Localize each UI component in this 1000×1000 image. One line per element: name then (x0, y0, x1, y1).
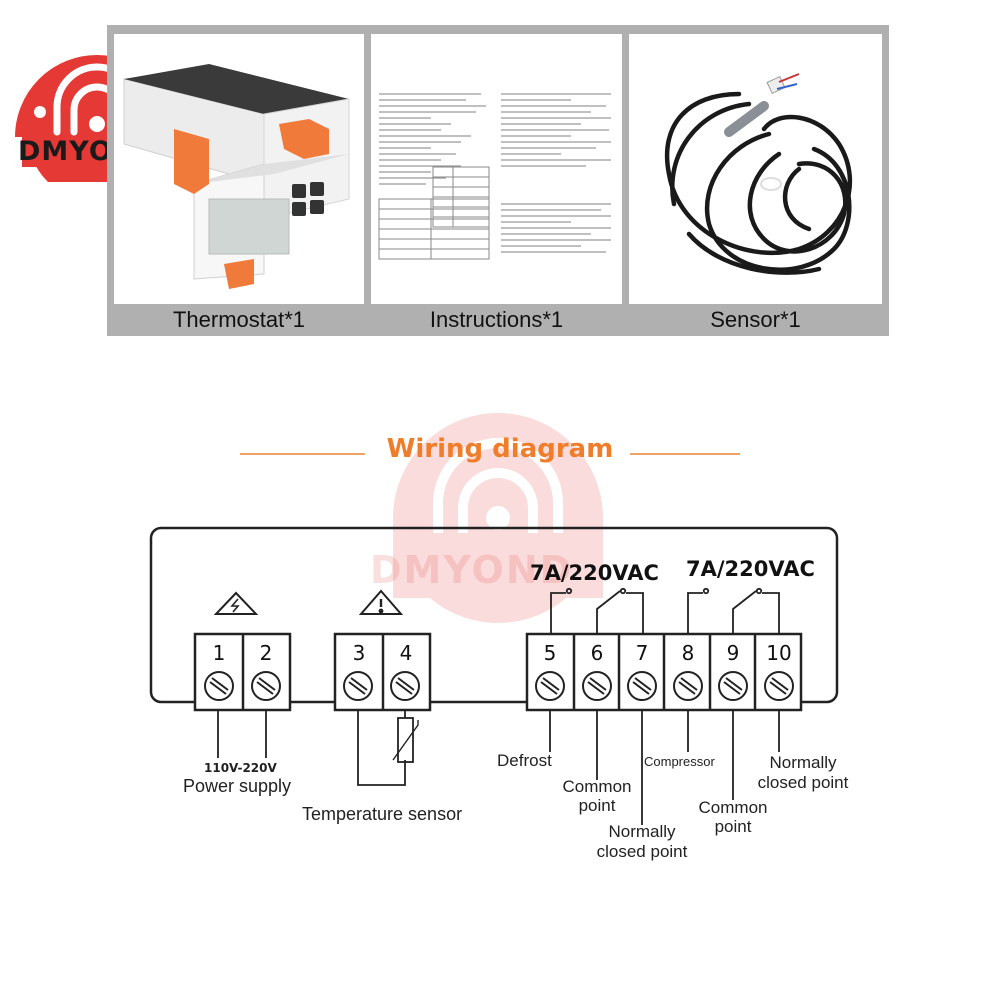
terminal-7-screw (627, 671, 657, 701)
terminal-4-screw (390, 671, 420, 701)
terminal-3-screw (343, 671, 373, 701)
terminal-10-number: 10 (766, 641, 792, 665)
temperature-sensor-label: Temperature sensor (302, 804, 463, 824)
normally-closed-1-line-2: closed point (596, 842, 688, 861)
power-voltage-label: 110V-220V (204, 761, 277, 775)
watermark-logo (393, 413, 603, 623)
terminal-7-number: 7 (635, 641, 649, 665)
sensor-lead-3 (357, 710, 406, 786)
terminal-10-screw (764, 671, 794, 701)
terminal-8-screw (673, 671, 703, 701)
terminal-4-number: 4 (399, 641, 413, 665)
terminal-6-number: 6 (590, 641, 604, 665)
relay-2-contacts (687, 587, 780, 634)
common-point-1-line-1: Common (562, 777, 632, 796)
terminal-9-screw (718, 671, 748, 701)
normally-closed-2-line-2: closed point (757, 773, 849, 792)
terminal-5-screw (535, 671, 565, 701)
thermostat-image (114, 34, 364, 304)
wiring-diagram-title: Wiring diagram (386, 434, 614, 464)
terminal-3-number: 3 (352, 641, 366, 665)
terminal-6-screw (582, 671, 612, 701)
defrost-label: Defrost (497, 751, 552, 770)
terminal-5-number: 5 (543, 641, 557, 665)
power-supply-label: Power supply (183, 776, 292, 796)
title-rule-right (630, 453, 740, 455)
terminal-2-number: 2 (259, 641, 273, 665)
terminal-2-screw (251, 671, 281, 701)
sensor-image (629, 34, 882, 304)
common-point-2-line-2: point (714, 817, 752, 836)
common-point-1-line-2: point (578, 796, 616, 815)
relay-2-rating: 7A/220VAC (686, 557, 815, 581)
instructions-image (371, 34, 622, 304)
thermostat-caption: Thermostat*1 (172, 307, 306, 332)
caution-warning-icon (358, 589, 404, 615)
common-point-2-line-1: Common (698, 798, 768, 817)
watermark-text: DMYOND (370, 548, 574, 592)
title-rule-left (240, 453, 365, 455)
normally-closed-label-1: Normally closed point (582, 822, 702, 862)
terminal-9-number: 9 (726, 641, 740, 665)
normally-closed-label-2: Normally closed point (746, 753, 860, 793)
instructions-caption: Instructions*1 (429, 307, 564, 332)
relay-1-rating: 7A/220VAC (530, 561, 659, 585)
terminal-1-screw (204, 671, 234, 701)
sensor-caption: Sensor*1 (710, 307, 801, 332)
common-point-label-1: Common point (552, 777, 642, 815)
voltage-warning-icon (213, 591, 259, 615)
controller-outline (149, 526, 839, 704)
terminal-1-number: 1 (212, 641, 226, 665)
normally-closed-1-line-1: Normally (608, 822, 676, 841)
relay-1-contacts (550, 587, 644, 634)
terminal-8-number: 8 (681, 641, 695, 665)
common-point-label-2: Common point (688, 798, 778, 836)
normally-closed-2-line-1: Normally (769, 753, 837, 772)
thermistor-symbol (397, 717, 414, 763)
compressor-label: Compressor (644, 754, 715, 769)
